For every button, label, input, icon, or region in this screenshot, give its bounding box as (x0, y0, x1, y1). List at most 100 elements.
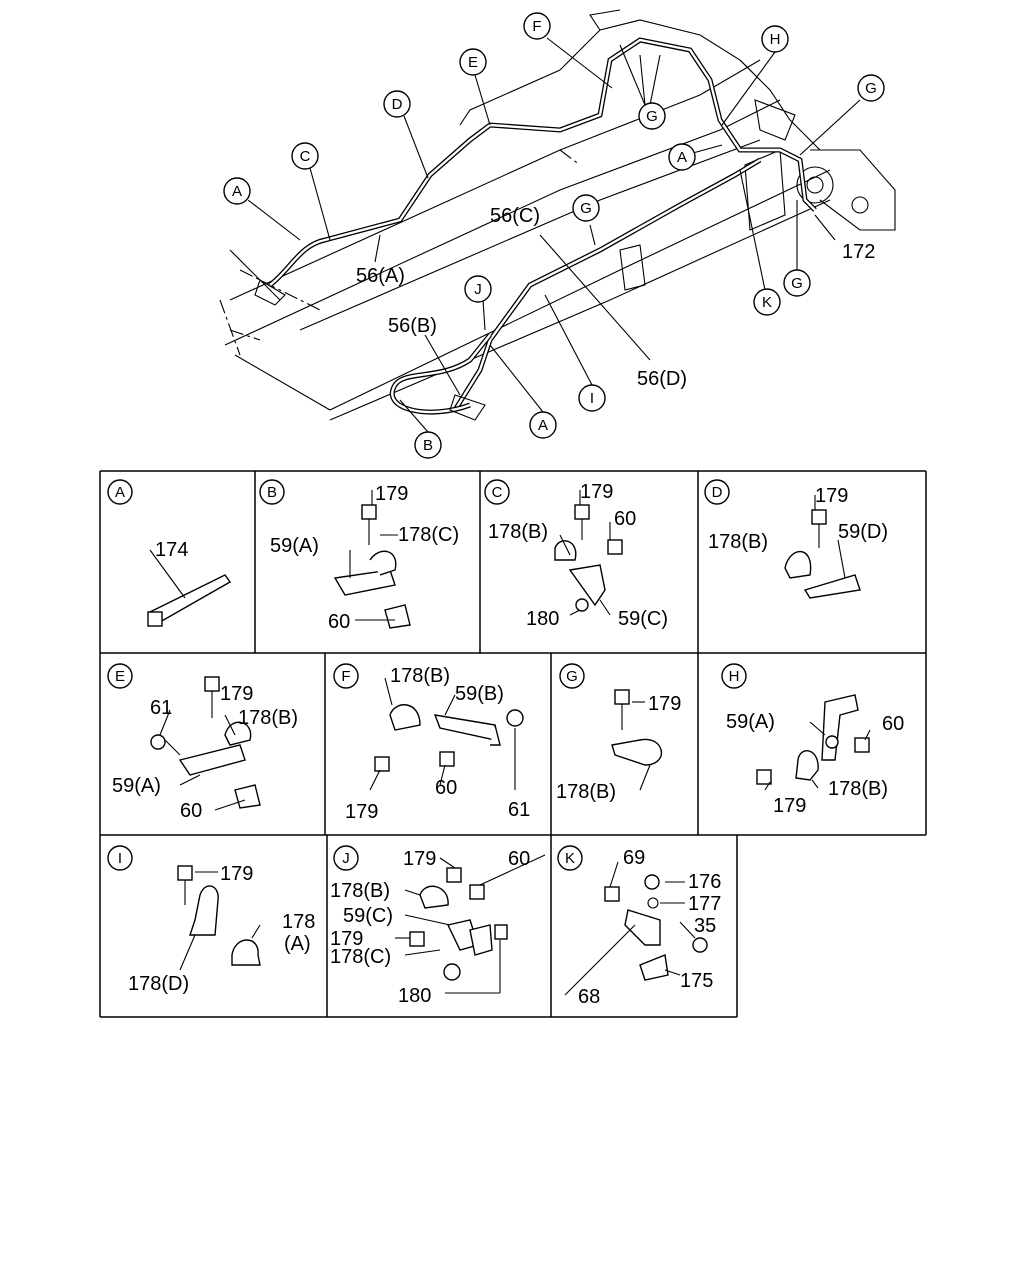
detail-E: E 179 61 178(B) 59(A) 60 (107, 663, 298, 822)
detail-B: B 179 59(A) 178(C) 60 (259, 479, 459, 633)
label-172: 172 (842, 241, 875, 263)
part-label: 178(B) (488, 521, 548, 543)
part-label: 179 (220, 683, 253, 705)
part-label: (A) (284, 933, 311, 955)
part-label: B (267, 484, 277, 501)
part-label: 178(C) (330, 946, 391, 968)
part-label: C (492, 484, 503, 501)
part-label: 178(B) (708, 531, 768, 553)
part-label: F (341, 668, 350, 685)
part-label: 35 (694, 915, 716, 937)
part-label: G (791, 275, 803, 292)
part-label: D (392, 96, 403, 113)
callout-G-right-top: G (857, 74, 885, 102)
detail-H: H 59(A) 60 179 178(B) (721, 663, 904, 817)
part-label: 60 (508, 848, 530, 870)
callout-E: E (459, 48, 487, 76)
frame-rails (219, 9, 896, 421)
part-label: 178(B) (330, 880, 390, 902)
part-label: K (565, 850, 575, 867)
part-label: 59(C) (618, 608, 668, 630)
part-label: 179 (580, 481, 613, 503)
part-label: 178(B) (828, 778, 888, 800)
part-label: 60 (180, 800, 202, 822)
detail-A-letter: A (115, 484, 125, 501)
part-label: 179 (773, 795, 806, 817)
callout-G-right-bottom: G (783, 269, 811, 297)
detail-A: A 174 (107, 479, 232, 627)
part-label: B (423, 437, 433, 454)
callout-A-left: A (223, 177, 251, 205)
label-56B: 56(B) (388, 315, 437, 337)
overview-part-labels: 56(A) 56(B) 56(C) 56(D) 172 (356, 205, 875, 390)
part-label: K (762, 294, 772, 311)
detail-F: F 178(B) 59(B) 179 60 61 (333, 663, 530, 823)
detail-K: K 69 176 177 35 175 68 (557, 845, 721, 1008)
callout-J: J (464, 275, 492, 303)
part-label: 61 (508, 799, 530, 821)
part-label: 60 (328, 611, 350, 633)
detail-D: D 179 178(B) 59(D) (704, 479, 888, 599)
part-label: 178(C) (398, 524, 459, 546)
part-label: E (468, 54, 478, 71)
part-label: 60 (435, 777, 457, 799)
part-label: 178(B) (556, 781, 616, 803)
brake-pipes (254, 37, 817, 421)
callout-B: B (414, 431, 442, 459)
part-label: 61 (150, 697, 172, 719)
part-label: G (580, 200, 592, 217)
part-label: 68 (578, 986, 600, 1008)
part-label: 69 (623, 847, 645, 869)
part-label: 59(A) (112, 775, 161, 797)
detail-grid (99, 470, 927, 1018)
part-label: 59(C) (343, 905, 393, 927)
part-label: 60 (882, 713, 904, 735)
detail-J: J 179 60 178(B) 59(C) 179 178(C) 180 (330, 845, 546, 1007)
part-label: G (566, 668, 578, 685)
callout-I: I (578, 384, 606, 412)
part-label: 59(A) (726, 711, 775, 733)
part-label: I (118, 850, 122, 867)
part-label: D (712, 484, 723, 501)
chassis-overview: F E D C A G H A G G G K J A I B 56(A) 56… (219, 9, 896, 459)
part-label: A (232, 183, 242, 200)
part-label: 60 (614, 508, 636, 530)
overview-callouts: F E D C A G H A G G G K J A I B (223, 12, 885, 459)
part-label: H (729, 668, 740, 685)
part-label: A (538, 417, 548, 434)
part-label: 179 (815, 485, 848, 507)
part-label: G (865, 80, 877, 97)
part-label: 59(B) (455, 683, 504, 705)
part-label: 176 (688, 871, 721, 893)
part-label: G (646, 108, 658, 125)
callout-H: H (761, 25, 789, 53)
callout-G-mid: G (572, 194, 600, 222)
part-label: 179 (403, 848, 436, 870)
detail-G: G 179 178(B) (556, 663, 681, 803)
part-label: 59(D) (838, 521, 888, 543)
callout-A-bottom: A (529, 411, 557, 439)
part-label: F (532, 18, 541, 35)
part-label: 175 (680, 970, 713, 992)
part-label: H (770, 31, 781, 48)
label-56A: 56(A) (356, 265, 405, 287)
part-label: E (115, 668, 125, 685)
part-label: J (342, 850, 350, 867)
callout-C: C (291, 142, 319, 170)
label-56C: 56(C) (490, 205, 540, 227)
callout-A-right: A (668, 143, 696, 171)
callout-G-top: G (638, 102, 666, 130)
label-56D: 56(D) (637, 368, 687, 390)
part-label: I (590, 390, 594, 407)
part-label: 179 (345, 801, 378, 823)
part-label: 179 (648, 693, 681, 715)
part-label: 179 (375, 483, 408, 505)
label-174: 174 (155, 539, 188, 561)
part-label: 180 (526, 608, 559, 630)
part-label: 178(D) (128, 973, 189, 995)
part-label: 180 (398, 985, 431, 1007)
part-label: 178(B) (238, 707, 298, 729)
part-label: 59(A) (270, 535, 319, 557)
part-label: 178 (282, 911, 315, 933)
